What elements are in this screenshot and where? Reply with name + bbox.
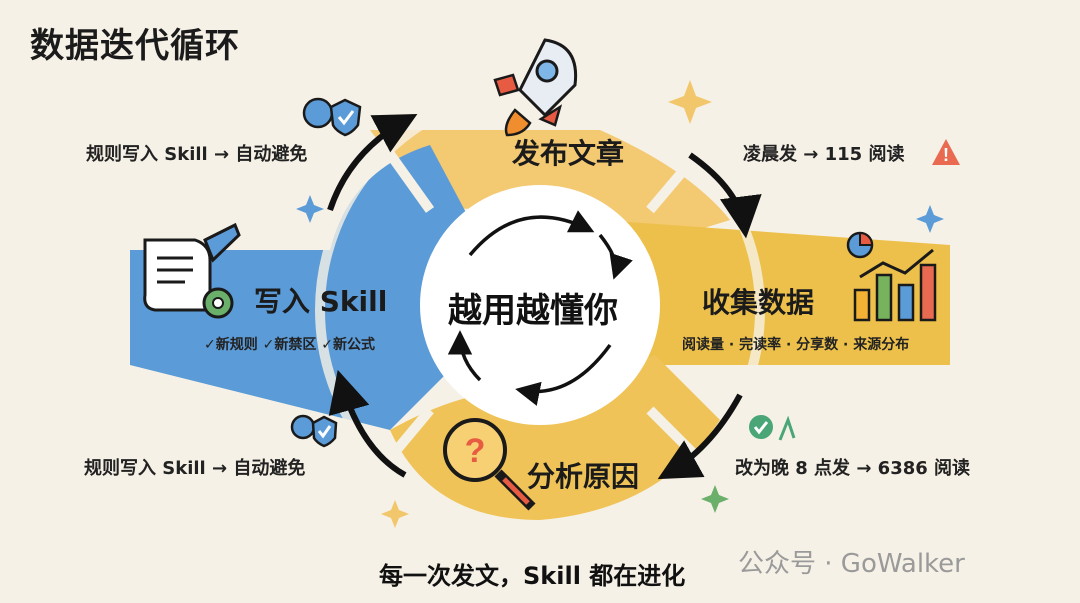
outer-arrows xyxy=(327,114,762,480)
note-bottom-right: 改为晚 8 点发 → 6386 阅读 xyxy=(735,458,971,479)
cycle-arrows-icon xyxy=(447,210,633,406)
sparkle-decorations xyxy=(296,80,944,528)
gear-shield-icon xyxy=(302,97,362,137)
magnifier-question-icon: ? xyxy=(443,418,536,511)
arrow-publish-to-collect xyxy=(688,152,762,239)
write-segment xyxy=(130,145,470,430)
arrow-collect-to-analyze xyxy=(657,393,743,480)
footer-text: 每一次发文，Skill 都在进化 xyxy=(379,562,686,590)
collect-metrics: 阅读量 · 完读率 · 分享数 · 来源分布 xyxy=(682,337,910,353)
stage-analyze-label: 分析原因 xyxy=(527,460,640,493)
success-icon xyxy=(749,415,796,441)
rocket-icon xyxy=(493,38,578,137)
write-items: ✓新规则 ✓新禁区 ✓新公式 xyxy=(204,337,375,353)
note-bottom-left: 规则写入 Skill → 自动避免 xyxy=(84,458,306,479)
svg-text:?: ? xyxy=(465,432,486,470)
stage-write-label: 写入 Skill xyxy=(254,285,388,318)
chart-icon xyxy=(846,231,937,322)
stage-publish-label: 发布文章 xyxy=(512,137,625,170)
note-top-left: 规则写入 Skill → 自动避免 xyxy=(86,144,308,165)
note-top-right: 凌晨发 → 115 阅读 xyxy=(743,144,905,165)
watermark-text: 公众号 · GoWalker xyxy=(738,549,965,579)
center-label: 越用越懂你 xyxy=(448,291,618,331)
arrow-write-to-publish xyxy=(327,114,418,211)
document-gear-icon xyxy=(143,222,241,319)
warning-icon: ! xyxy=(932,139,960,165)
gear-shield-icon xyxy=(290,414,338,448)
page-title: 数据迭代循环 xyxy=(30,26,240,66)
arrow-analyze-to-write xyxy=(328,369,407,478)
stage-collect-label: 收集数据 xyxy=(702,286,815,319)
svg-text:!: ! xyxy=(943,145,949,165)
